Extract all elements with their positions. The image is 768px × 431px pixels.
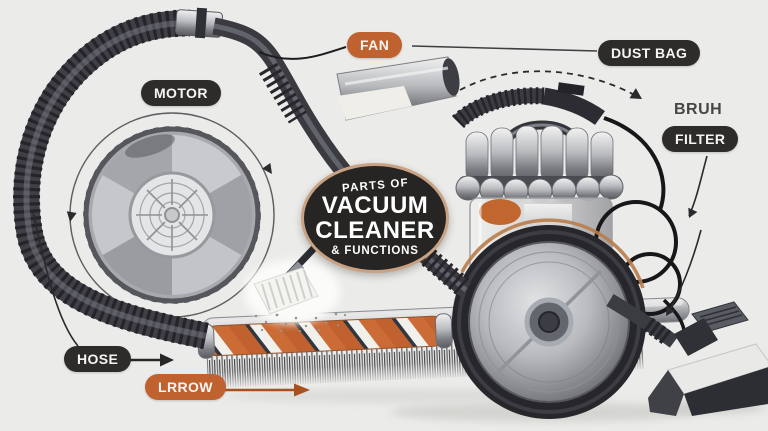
dust-particles [254, 312, 347, 333]
hose-grip-illustration [451, 82, 605, 129]
badge-title-line2: CLEANER [315, 216, 435, 244]
wheel-illustration [452, 218, 646, 419]
label-dust-bag: DUST BAG [598, 40, 701, 66]
annotation-lines [32, 45, 708, 347]
motor-illustration [83, 126, 261, 304]
hose-pointer-arrow [128, 353, 174, 367]
label-motor: MOTOR [141, 80, 221, 106]
badge-title-line1: VACUUM [321, 191, 429, 219]
cone-attachment-illustration [336, 56, 460, 121]
roller-pointer-arrow [224, 383, 310, 397]
label-roller-brush: LRROW [145, 374, 226, 400]
dusting-brush-illustration [244, 240, 347, 333]
hose-illustration [13, 7, 224, 350]
title-badge: PARTS OF VACUUM CLEANER & FUNCTIONS [301, 163, 449, 273]
label-filter: FILTER [662, 126, 739, 152]
badge-subtitle: & FUNCTIONS [331, 244, 419, 257]
label-fan: FAN [347, 32, 403, 58]
label-hose: HOSE [64, 346, 132, 372]
label-brush: BRUH [674, 101, 723, 118]
floor-nozzle-illustration [606, 293, 768, 416]
